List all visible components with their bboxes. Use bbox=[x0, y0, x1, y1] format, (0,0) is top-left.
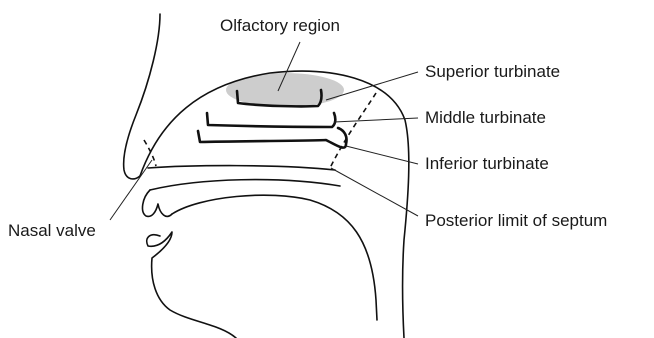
hard-palate-lower bbox=[150, 180, 340, 190]
inferior-leader bbox=[346, 146, 418, 164]
nasal-valve-label: Nasal valve bbox=[8, 221, 96, 240]
middle-turbinate-label: Middle turbinate bbox=[425, 108, 546, 127]
posterior-septum-dashed-line bbox=[330, 93, 376, 168]
inferior-turbinate-shape bbox=[198, 128, 347, 148]
middle-turbinate-shape bbox=[207, 113, 335, 127]
nasal-cavity-roof bbox=[140, 71, 409, 338]
nose-profile-outline bbox=[124, 14, 160, 179]
hard-palate bbox=[148, 166, 335, 170]
posterior-leader bbox=[331, 168, 418, 216]
olfactory-region-label: Olfactory region bbox=[220, 16, 340, 35]
upper-lip bbox=[143, 190, 172, 216]
inferior-turbinate-label: Inferior turbinate bbox=[425, 154, 549, 173]
superior-turbinate-label: Superior turbinate bbox=[425, 62, 560, 81]
posterior-limit-label: Posterior limit of septum bbox=[425, 211, 607, 230]
lower-lip-chin bbox=[147, 232, 236, 338]
oral-cavity bbox=[172, 195, 377, 320]
nasal-valve-leader bbox=[110, 160, 152, 220]
